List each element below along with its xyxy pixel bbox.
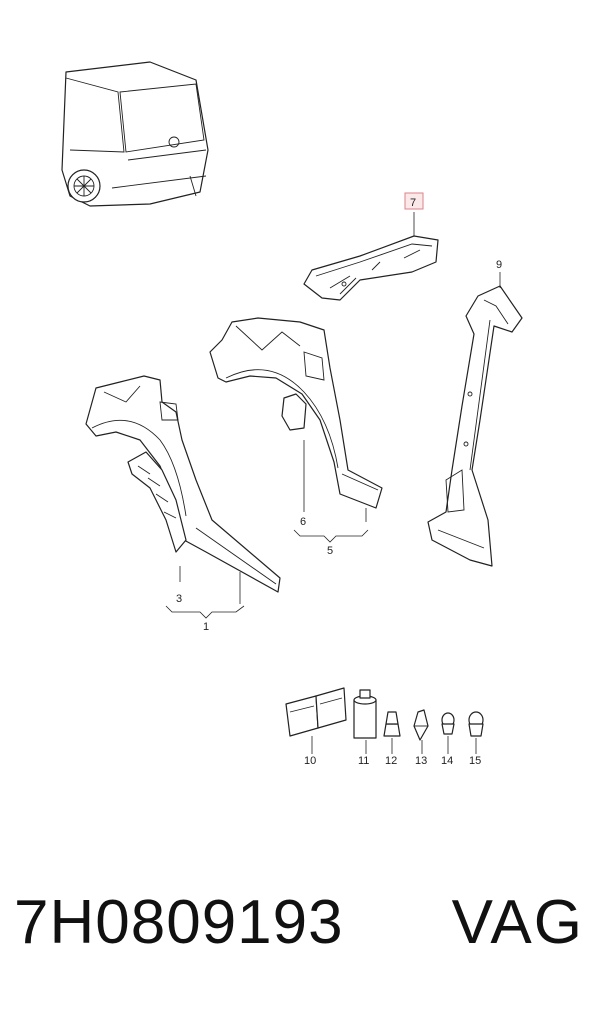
van-thumbnail [61,61,209,207]
callout-15: 15 [469,755,481,767]
callout-13: 13 [415,755,427,767]
callout-7: 7 [410,197,416,209]
callout-1: 1 [203,621,209,633]
callout-11: 11 [358,755,369,767]
callout-14: 14 [441,755,453,767]
part-12-clip [383,711,401,737]
part-14-plug [441,712,455,735]
part-5-panel [209,317,383,509]
part-10-pads [285,687,347,737]
callout-12: 12 [385,755,397,767]
callout-3: 3 [176,593,182,605]
part-9-pillar [427,285,523,567]
part-7-rail [303,235,439,301]
part-13-clip [413,709,429,741]
leader-lines [165,212,501,754]
part-1-panel [85,375,281,593]
callout-6: 6 [300,516,306,528]
part-number: 7H0809193 [14,888,344,957]
parts-diagram: 7 9 3 1 6 5 10 11 12 13 14 15 [61,61,523,767]
part-11-sealant-cartridge [353,689,377,739]
callout-9: 9 [496,259,502,271]
brand-name: VAG [451,888,584,957]
callout-5: 5 [327,545,333,557]
part-15-plug [468,711,484,737]
callout-10: 10 [304,755,316,767]
highlight-box-7 [404,192,424,210]
